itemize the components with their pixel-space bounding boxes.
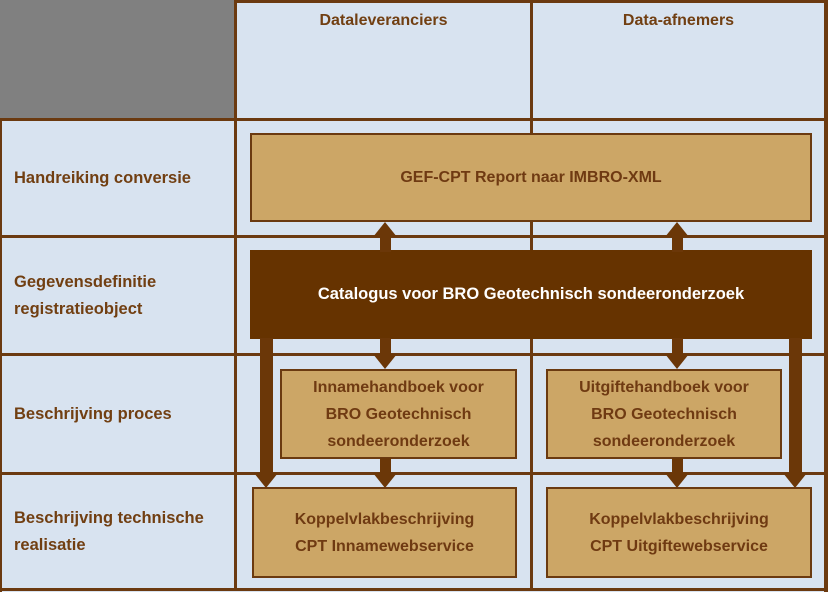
grid-hline-row3 — [0, 472, 828, 475]
arrowhead-up-icon — [665, 222, 689, 237]
row-label-beschrijving-technische-realisatie: Beschrijving technische realisatie — [2, 475, 234, 588]
arrowhead-down-icon — [783, 473, 807, 488]
box-label-line: Koppelvlakbeschrijving — [294, 510, 475, 528]
box-label-line: sondeeronderzoek — [327, 432, 470, 450]
arrow-down-innamehandboek-to-koppelvlak-inname — [373, 458, 397, 488]
arrow-shaft — [379, 458, 391, 473]
grid-hline-header — [0, 118, 828, 121]
arrowhead-down-icon — [254, 473, 278, 488]
row-label-line: registratieobject — [14, 299, 143, 318]
box-label-line: sondeeronderzoek — [592, 432, 736, 450]
arrowhead-down-icon — [665, 354, 689, 369]
arrowhead-up-icon — [373, 222, 397, 237]
column-header-dataleveranciers: Dataleveranciers — [237, 3, 530, 118]
row-label-handreiking-conversie: Handreiking conversie — [2, 121, 234, 235]
arrow-shaft — [671, 237, 683, 252]
arrow-shaft — [788, 338, 802, 473]
row-label-line: Gegevensdefinitie — [14, 272, 157, 291]
box-label-line: GEF-CPT Report naar IMBRO-XML — [400, 169, 662, 186]
row-label-line: realisatie — [14, 535, 86, 554]
box-label-line: Uitgiftehandboek voor — [579, 378, 749, 396]
arrow-shaft — [379, 338, 391, 354]
box-koppelvlakbeschrijving-cpt-innamewebservice: Koppelvlakbeschrijving CPT Innamewebserv… — [252, 487, 517, 578]
box-label-line: Innamehandboek voor — [313, 378, 484, 396]
column-header-label: Dataleveranciers — [319, 12, 448, 29]
arrow-down-long-catalogus-to-koppelvlak-inname — [254, 338, 278, 488]
row-label-line: Beschrijving technische — [14, 508, 204, 527]
arrow-shaft — [671, 338, 683, 354]
box-innamehandboek: Innamehandboek voor BRO Geotechnisch son… — [280, 369, 517, 459]
arrow-shaft — [379, 237, 391, 252]
arrow-down-uitgiftehandboek-to-koppelvlak-uitgifte — [665, 458, 689, 488]
arrow-down-catalogus-to-uitgiftehandboek — [665, 338, 689, 369]
corner-gray-cell — [0, 0, 234, 118]
box-koppelvlakbeschrijving-cpt-uitgiftewebservice: Koppelvlakbeschrijving CPT Uitgiftewebse… — [546, 487, 812, 578]
box-uitgiftehandboek: Uitgiftehandboek voor BRO Geotechnisch s… — [546, 369, 782, 459]
grid-border-bottom — [0, 588, 828, 591]
box-label-line: Koppelvlakbeschrijving — [589, 510, 769, 528]
grid-vline-labels-dataleveranciers — [234, 0, 237, 590]
arrow-down-long-catalogus-to-koppelvlak-uitgifte — [783, 338, 807, 488]
arrowhead-down-icon — [373, 354, 397, 369]
arrow-down-catalogus-to-innamehandboek — [373, 338, 397, 369]
row-label-gegevensdefinitie-registratieobject: Gegevensdefinitie registratieobject — [2, 238, 234, 353]
box-label-line: CPT Innamewebservice — [295, 537, 474, 555]
box-gef-cpt-report-naar-imbro-xml: GEF-CPT Report naar IMBRO-XML — [250, 133, 812, 222]
grid-border-right — [824, 0, 828, 592]
box-label-line: BRO Geotechnisch — [591, 405, 737, 423]
row-label-line: Beschrijving proces — [14, 404, 172, 423]
arrow-up-catalogus-to-gef-right — [665, 222, 689, 252]
box-catalogus-bro-geotechnisch-sondeeronderzoek: Catalogus voor BRO Geotechnisch sondeero… — [250, 250, 812, 339]
row-label-line: Handreiking conversie — [14, 168, 191, 187]
arrowhead-down-icon — [373, 473, 397, 488]
arrow-shaft — [259, 338, 273, 473]
grid-hline-row2 — [0, 353, 828, 356]
row-label-beschrijving-proces: Beschrijving proces — [2, 356, 234, 472]
arrow-up-catalogus-to-gef-left — [373, 222, 397, 252]
box-label-line: Catalogus voor BRO Geotechnisch sondeero… — [317, 285, 745, 303]
box-label-line: CPT Uitgiftewebservice — [590, 537, 768, 555]
arrowhead-down-icon — [665, 473, 689, 488]
column-header-label: Data-afnemers — [622, 12, 735, 29]
grid-hline-row1 — [0, 235, 828, 238]
arrow-shaft — [671, 458, 683, 473]
box-label-line: BRO Geotechnisch — [325, 405, 472, 423]
column-header-data-afnemers: Data-afnemers — [533, 3, 824, 118]
